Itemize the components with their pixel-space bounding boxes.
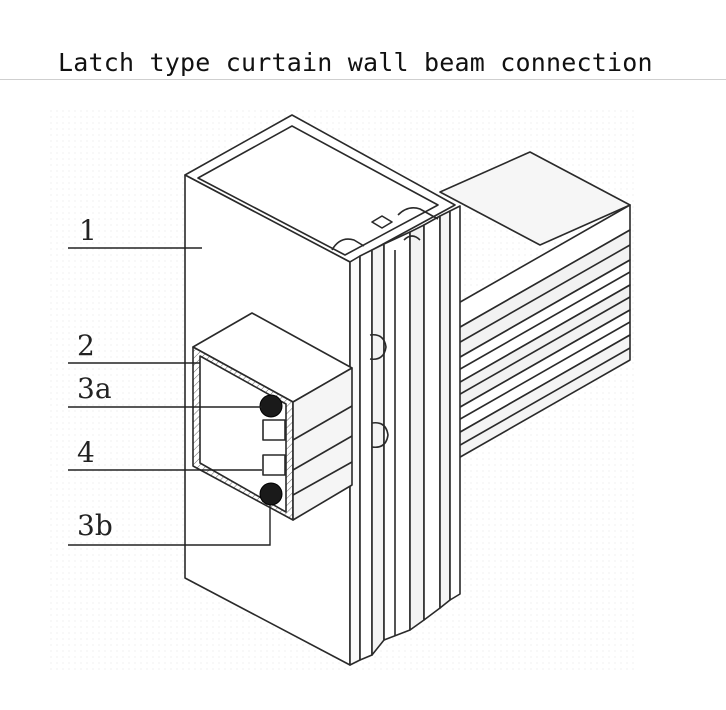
seal-3b xyxy=(259,482,283,506)
label-part-3a: 3a xyxy=(77,372,112,405)
label-part-4: 4 xyxy=(77,436,95,469)
leader-line-3b xyxy=(68,505,271,546)
connector-part xyxy=(192,312,353,521)
leader-lines xyxy=(68,247,271,546)
figure-title: Latch type curtain wall beam connection xyxy=(58,48,653,77)
label-part-1: 1 xyxy=(79,214,97,247)
label-part-2: 2 xyxy=(77,329,95,362)
beam-profile xyxy=(439,151,631,461)
title-divider xyxy=(0,79,726,80)
seal-3a xyxy=(259,394,283,418)
label-part-3b: 3b xyxy=(77,509,113,542)
